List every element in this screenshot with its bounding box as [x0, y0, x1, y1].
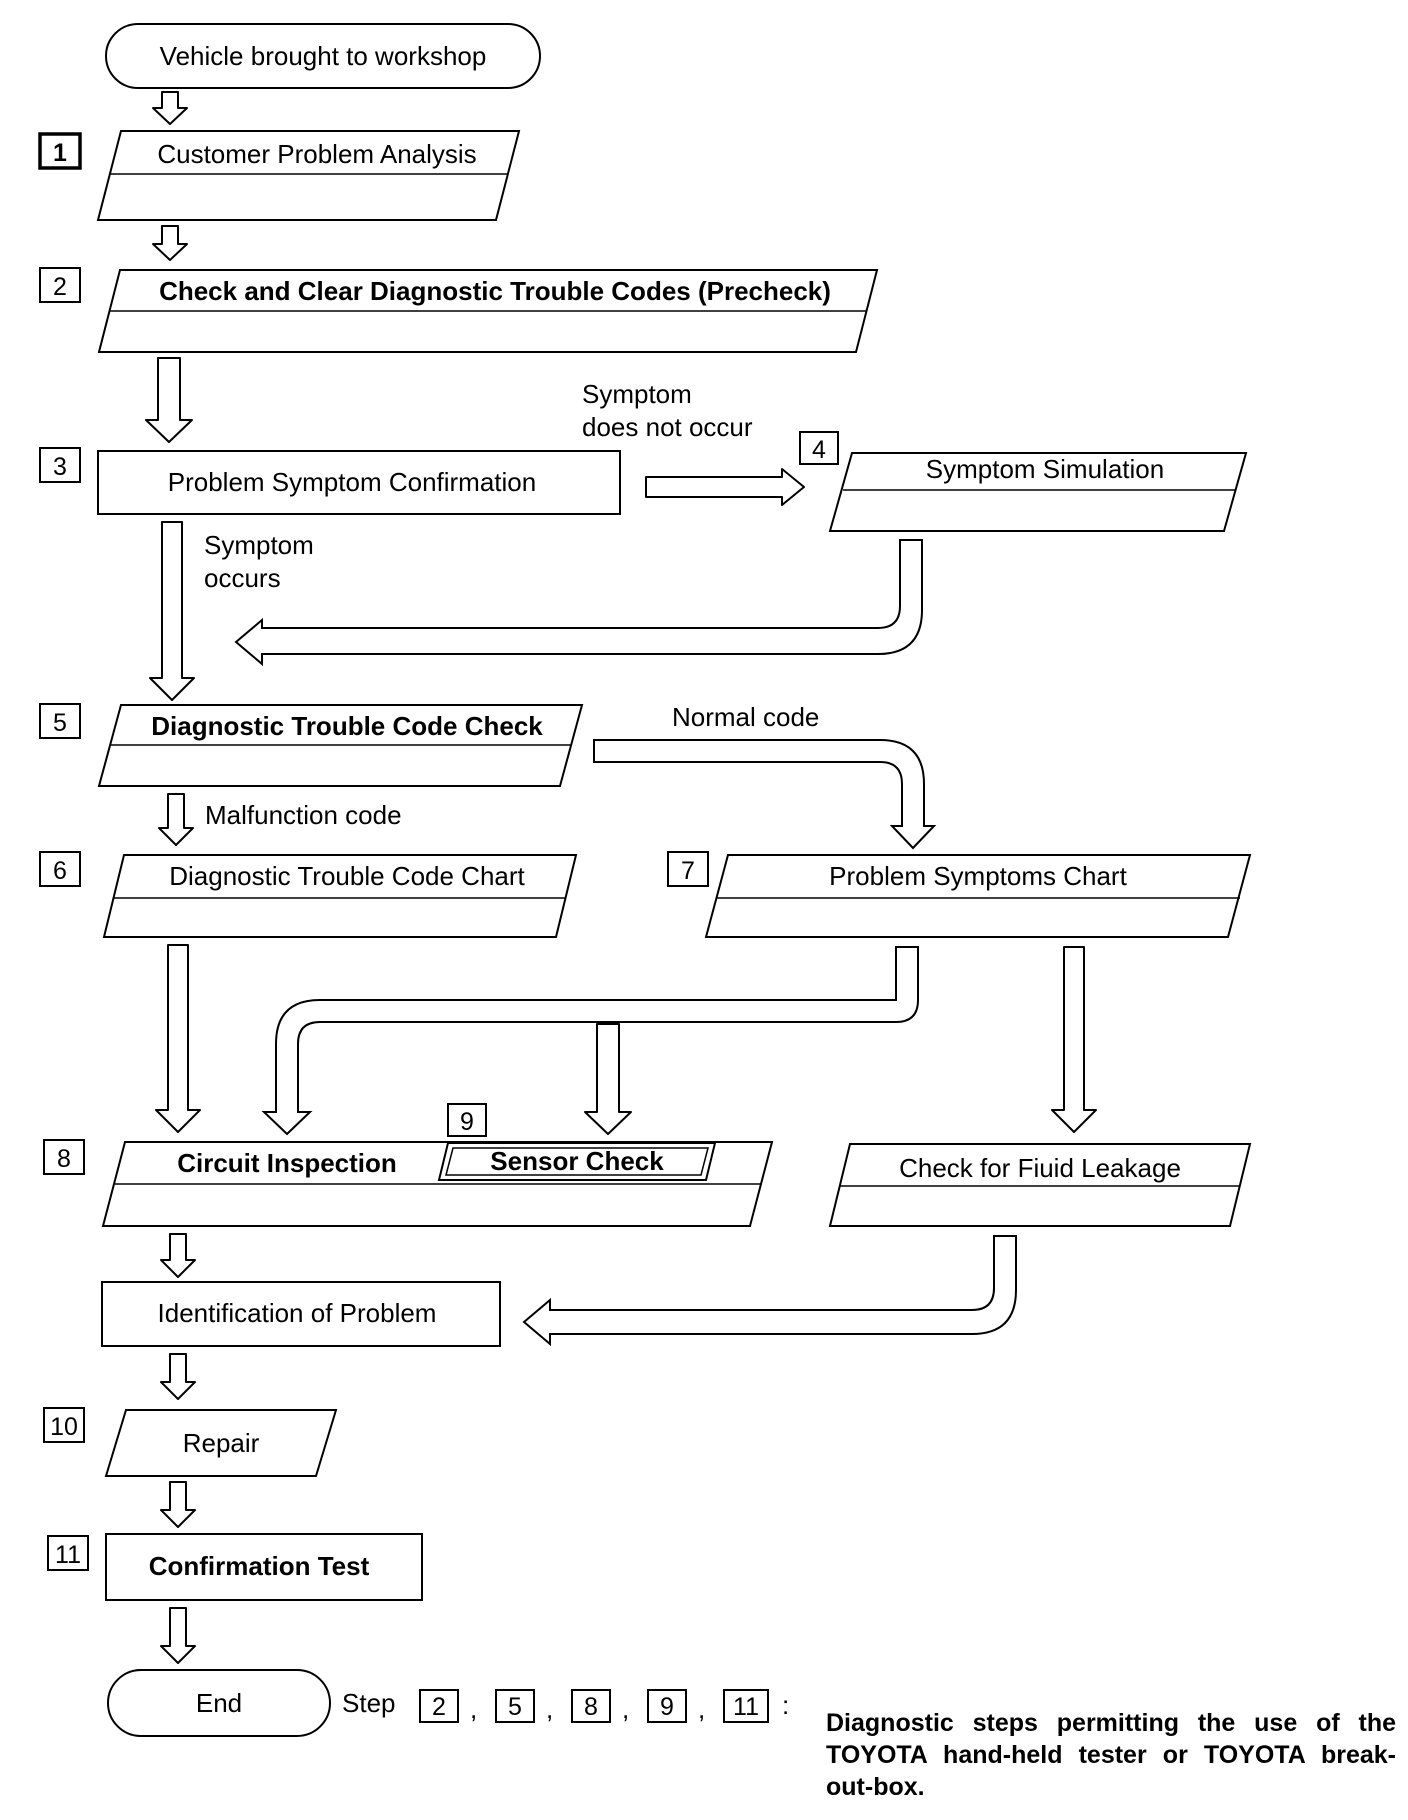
- legend-badge-2: [419, 1689, 459, 1723]
- step-number-9: 9: [460, 1108, 474, 1136]
- edge-label-occurs-1: Symptom: [204, 530, 314, 560]
- legend-note: Diagnostic steps permitting the use of t…: [826, 1709, 1396, 1801]
- step-number-7: 7: [681, 857, 695, 885]
- sensor-check-node: [437, 1142, 717, 1181]
- edge-label-not-occur-2: does not occur: [582, 412, 753, 442]
- legend-sep-2: ,: [546, 1694, 553, 1724]
- arrow-analysis-to-precheck: [152, 225, 188, 261]
- arrow-dtc-check-to-symptoms-chart: [593, 739, 937, 850]
- step-badge-7: [667, 851, 709, 887]
- symptoms-chart-node: [704, 854, 1252, 938]
- legend-sep-4: ,: [698, 1694, 705, 1724]
- edge-label-not-occur-1: Symptom: [582, 379, 692, 409]
- arrow-identification-to-repair: [160, 1353, 196, 1400]
- confirmation-test-node: [105, 1533, 423, 1601]
- sensor-check-label: Sensor Check: [490, 1146, 664, 1176]
- step-number-11: 11: [55, 1541, 81, 1569]
- step-badge-9: [447, 1103, 487, 1137]
- step-number-1: 1: [53, 139, 67, 167]
- legend-badge-8: [571, 1689, 611, 1723]
- legend-colon: :: [782, 1690, 789, 1720]
- step-number-8: 8: [57, 1145, 71, 1173]
- customer-analysis-node: [96, 130, 521, 221]
- legend-sep-1: ,: [470, 1694, 477, 1724]
- symptom-simulation-node: [828, 452, 1248, 532]
- legend-step-prefix: Step: [342, 1688, 396, 1718]
- sensor-check-inner-border: [445, 1147, 709, 1176]
- fluid-leakage-label: Check for Fiuid Leakage: [899, 1153, 1181, 1183]
- arrow-symptoms-chart-to-sensor: [584, 1023, 632, 1135]
- step-number-2: 2: [53, 273, 67, 301]
- confirmation-test-label: Confirmation Test: [149, 1551, 370, 1581]
- step-badge-3: [39, 447, 81, 483]
- edge-label-occurs-2: occurs: [204, 563, 281, 593]
- customer-analysis-label: Customer Problem Analysis: [157, 139, 476, 169]
- step-badge-4: [799, 431, 839, 465]
- legend-step-9: 9: [660, 1693, 674, 1721]
- arrow-confirmation-to-simulation: [645, 468, 805, 506]
- circuit-inspection-label: Circuit Inspection: [177, 1148, 397, 1178]
- legend-step-5: 5: [508, 1693, 522, 1721]
- step-badge-11: [47, 1535, 89, 1571]
- arrow-start-to-analysis: [152, 91, 188, 125]
- arrow-symptoms-chart-to-circuit: [261, 946, 919, 1136]
- repair-label: Repair: [183, 1428, 260, 1458]
- end-node: [107, 1669, 331, 1737]
- symptom-confirmation-label: Problem Symptom Confirmation: [168, 467, 536, 497]
- legend-step-2: 2: [432, 1693, 446, 1721]
- arrow-dtc-check-to-dtc-chart: [158, 793, 194, 846]
- arrow-fluid-to-identification: [522, 1235, 1017, 1347]
- step-number-10: 10: [50, 1413, 78, 1441]
- step-badge-10: [43, 1407, 85, 1443]
- arrow-simulation-return: [234, 539, 923, 667]
- step-badge-6: [39, 851, 81, 887]
- arrow-precheck-to-confirmation: [145, 357, 193, 443]
- legend-step-11: 11: [733, 1693, 759, 1721]
- arrow-confirmation-to-dtc-check: [149, 521, 195, 701]
- legend-badge-11: [723, 1689, 769, 1723]
- step-number-3: 3: [53, 453, 67, 481]
- dtc-chart-node: [102, 854, 578, 938]
- edge-label-malfunction-code: Malfunction code: [205, 800, 402, 830]
- step-badge-8: [43, 1139, 85, 1175]
- precheck-label: Check and Clear Diagnostic Trouble Codes…: [159, 276, 831, 306]
- arrow-repair-to-confirmation: [160, 1481, 196, 1528]
- dtc-check-label: Diagnostic Trouble Code Check: [151, 711, 543, 741]
- start-node: [105, 23, 541, 89]
- arrow-confirmation-to-end: [160, 1607, 196, 1664]
- symptoms-chart-label: Problem Symptoms Chart: [829, 861, 1127, 891]
- step-badge-1: [38, 132, 82, 170]
- fluid-leakage-node: [828, 1143, 1252, 1227]
- identification-node: [101, 1281, 501, 1347]
- step-badge-2: [39, 267, 81, 303]
- symptom-confirmation-node: [97, 450, 621, 515]
- legend-badge-5: [495, 1689, 535, 1723]
- dtc-chart-label: Diagnostic Trouble Code Chart: [169, 861, 525, 891]
- arrow-circuit-to-identification: [160, 1233, 196, 1278]
- arrow-symptoms-chart-to-fluid: [1051, 946, 1097, 1133]
- start-label: Vehicle brought to workshop: [160, 41, 487, 71]
- legend-badge-9: [647, 1689, 687, 1723]
- step-number-5: 5: [53, 709, 67, 737]
- step-badge-5: [39, 703, 81, 739]
- edge-label-normal-code: Normal code: [672, 702, 819, 732]
- arrow-dtc-chart-to-circuit: [155, 944, 201, 1133]
- end-label: End: [196, 1688, 242, 1718]
- repair-node: [104, 1409, 338, 1477]
- legend-sep-3: ,: [622, 1694, 629, 1724]
- step-number-6: 6: [53, 857, 67, 885]
- symptom-simulation-label: Symptom Simulation: [926, 454, 1164, 484]
- legend-step-8: 8: [584, 1693, 598, 1721]
- step-number-4: 4: [812, 436, 826, 464]
- identification-label: Identification of Problem: [158, 1298, 437, 1328]
